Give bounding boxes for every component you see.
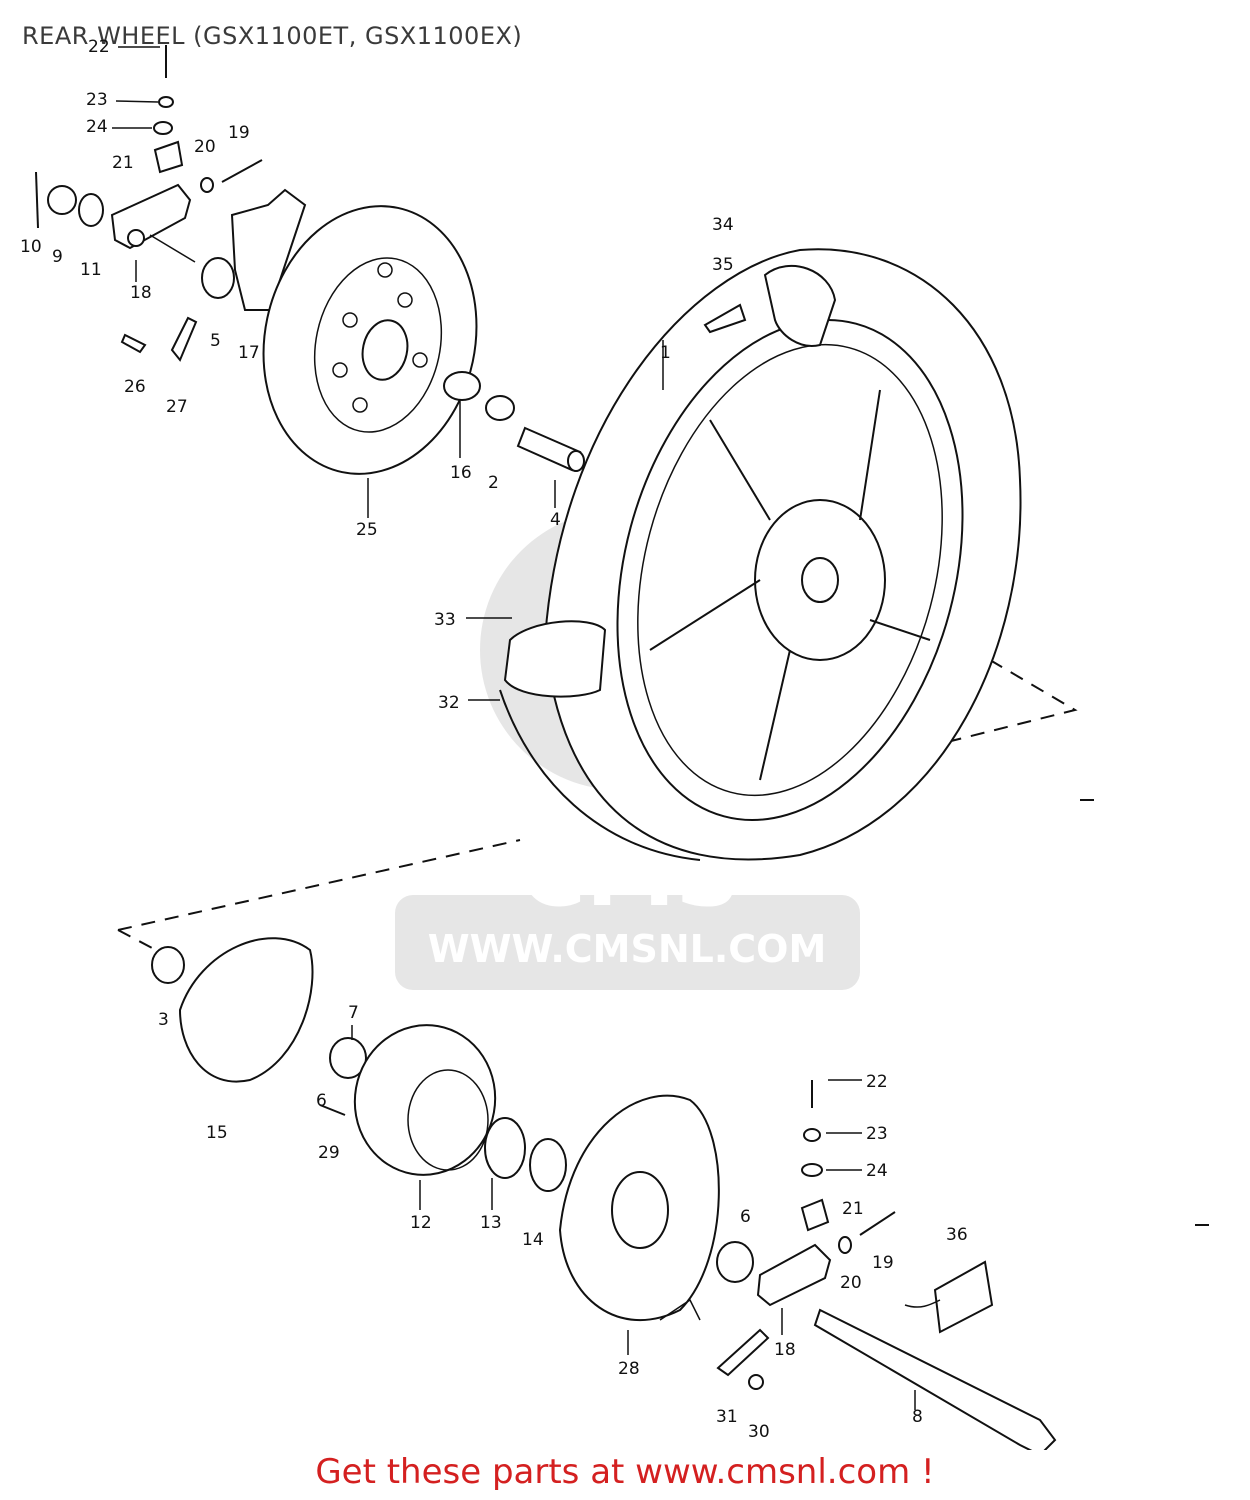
callout-34: 34 [712, 215, 734, 235]
callout-22-upper: 22 [88, 37, 110, 57]
callout-6-right: 6 [740, 1207, 751, 1227]
callout-16: 16 [450, 463, 472, 483]
callout-1: 1 [660, 343, 671, 363]
callout-26: 26 [124, 377, 146, 397]
callouts-upper: 22 23 24 21 20 19 10 9 11 18 5 17 26 27 … [20, 37, 734, 713]
callout-4: 4 [550, 510, 561, 530]
callout-5: 5 [210, 331, 221, 351]
callout-17: 17 [238, 343, 260, 363]
callout-33: 33 [434, 610, 456, 630]
callout-19-lower: 19 [872, 1253, 894, 1273]
callout-32: 32 [438, 693, 460, 713]
callout-18-lower: 18 [774, 1340, 796, 1360]
callout-8: 8 [912, 1407, 923, 1427]
callout-21-upper: 21 [112, 153, 134, 173]
leader-lines [112, 46, 941, 1410]
callout-31: 31 [716, 1407, 738, 1427]
callout-7: 7 [348, 1003, 359, 1023]
callout-11: 11 [80, 260, 102, 280]
watermark-url: WWW.CMSNL.COM [428, 927, 827, 971]
callout-25: 25 [356, 520, 378, 540]
upper-hardware [35, 45, 307, 362]
callout-20-upper: 20 [194, 137, 216, 157]
callout-15: 15 [206, 1123, 228, 1143]
rear-wheel [499, 248, 1022, 861]
callout-19-upper: 19 [228, 123, 250, 143]
callout-18-upper: 18 [130, 283, 152, 303]
callout-27: 27 [166, 397, 188, 417]
callout-20-lower: 20 [840, 1273, 862, 1293]
parts-diagram: CMS WWW.CMSNL.COM [20, 37, 1210, 1450]
callout-9: 9 [52, 247, 63, 267]
front-brake-disc [262, 205, 478, 475]
callout-21-lower: 21 [842, 1199, 864, 1219]
spacers [443, 371, 585, 472]
callouts-lower: 3 15 7 6 29 12 13 14 28 22 23 24 21 19 2… [158, 1003, 968, 1442]
callout-36: 36 [946, 1225, 968, 1245]
footer-cta[interactable]: Get these parts at www.cmsnl.com ! [315, 1452, 935, 1492]
callout-2: 2 [488, 473, 499, 493]
callout-23-upper: 23 [86, 90, 108, 110]
callout-12: 12 [410, 1213, 432, 1233]
callout-14: 14 [522, 1230, 544, 1250]
callout-24-lower: 24 [866, 1161, 888, 1181]
callout-6-left: 6 [316, 1091, 327, 1111]
lower-assembly [151, 937, 1057, 1450]
diagram-title: REAR WHEEL (GSX1100ET, GSX1100EX) [22, 22, 523, 50]
callout-13: 13 [480, 1213, 502, 1233]
callout-35: 35 [712, 255, 734, 275]
callout-23-lower: 23 [866, 1124, 888, 1144]
callout-3: 3 [158, 1010, 169, 1030]
callout-28: 28 [618, 1359, 640, 1379]
callout-29: 29 [318, 1143, 340, 1163]
callout-30: 30 [748, 1422, 770, 1442]
callout-22-lower: 22 [866, 1072, 888, 1092]
callout-10: 10 [20, 237, 42, 257]
callout-24-upper: 24 [86, 117, 108, 137]
